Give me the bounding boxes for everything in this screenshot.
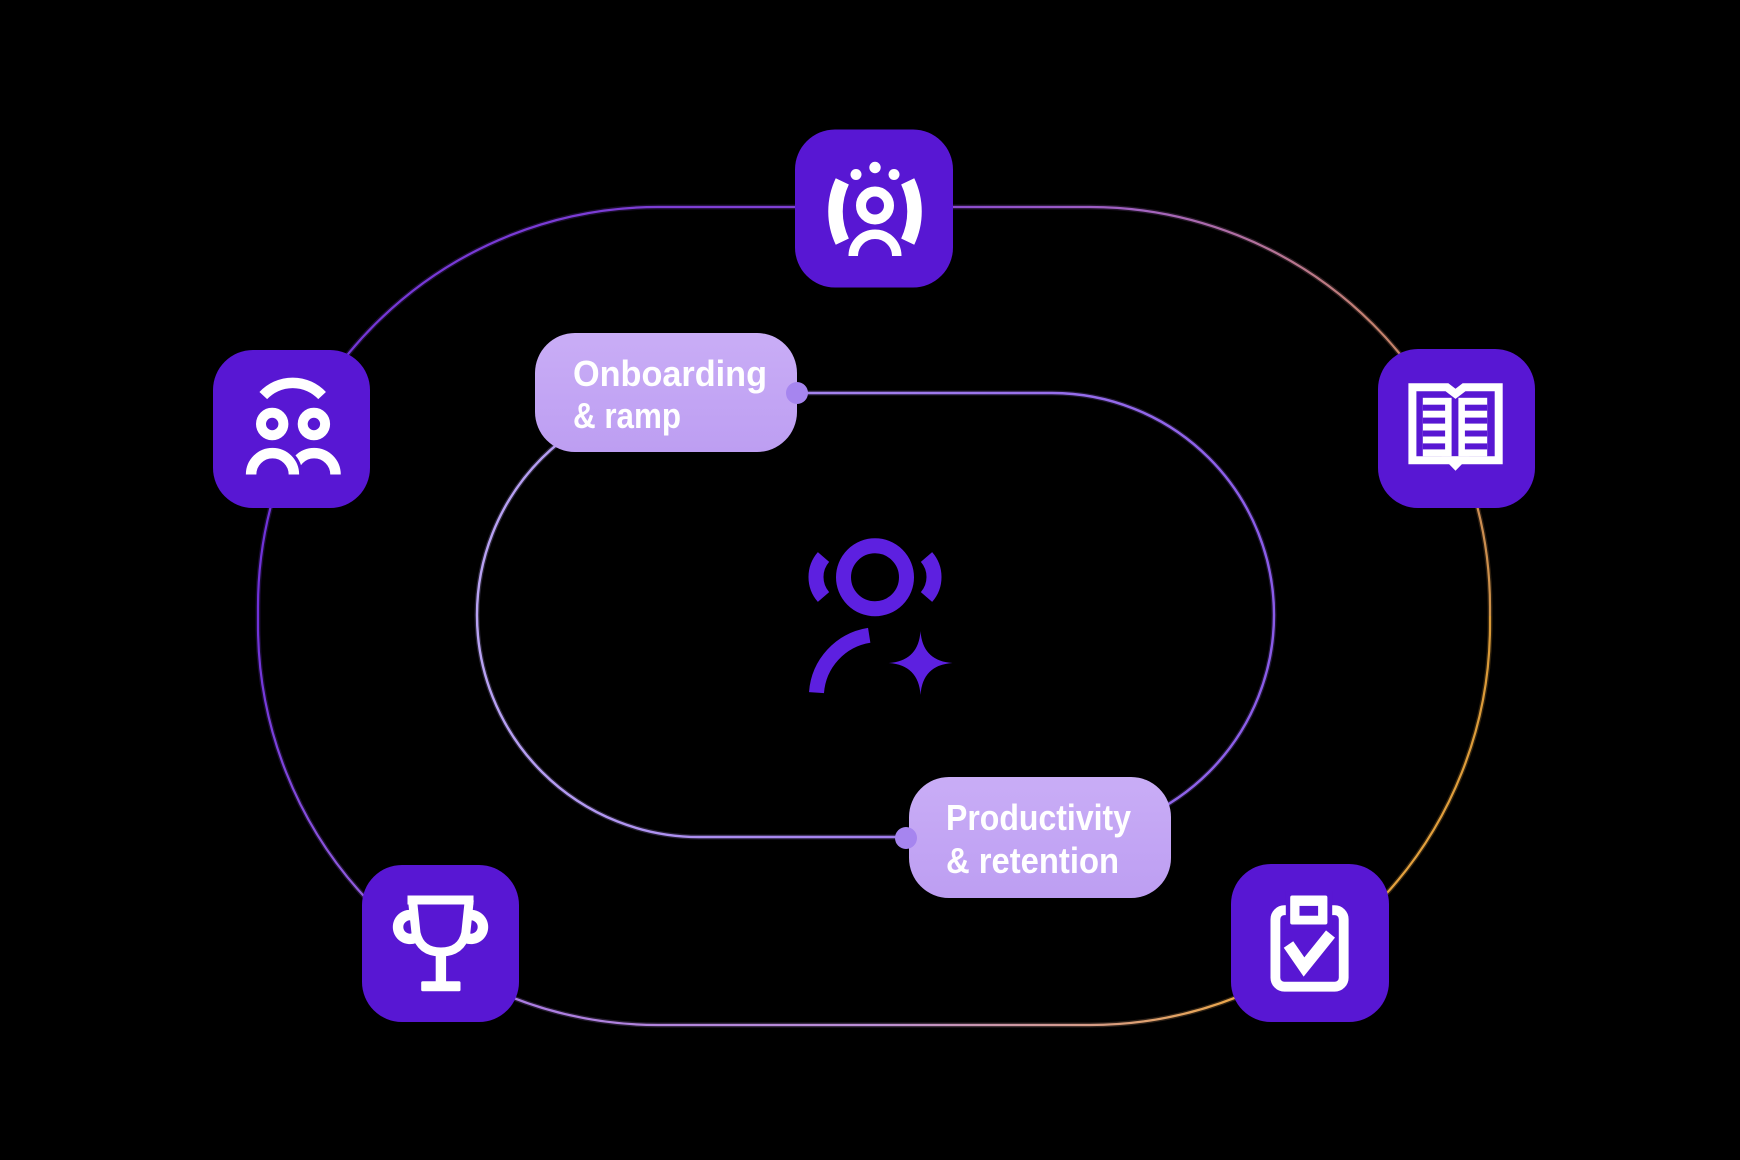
- svg-text:Productivity: Productivity: [946, 797, 1131, 838]
- svg-text:& ramp: & ramp: [573, 395, 681, 436]
- svg-text:Onboarding: Onboarding: [573, 353, 767, 394]
- svg-text:& retention: & retention: [946, 840, 1119, 881]
